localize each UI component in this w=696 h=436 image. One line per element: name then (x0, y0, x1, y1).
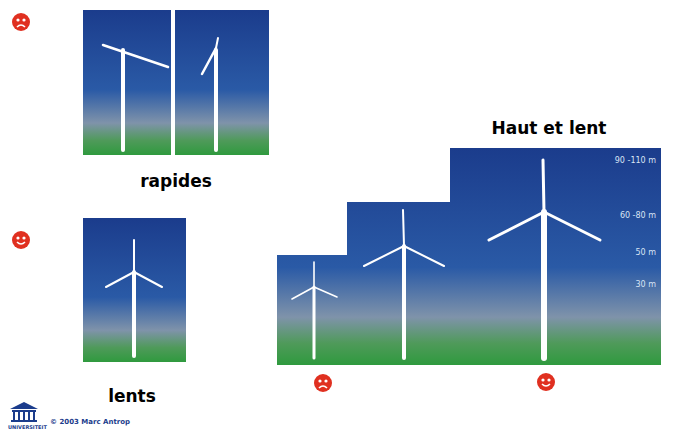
university-logo (10, 402, 38, 422)
copyright-note: © 2003 Marc Antrop (50, 419, 130, 427)
speed-label: lents (108, 387, 156, 406)
sad-face (314, 374, 332, 392)
height-label: 60 -80 m (620, 212, 656, 221)
slow-turbine (106, 240, 162, 356)
sky-panel (83, 10, 171, 155)
happy-face (12, 231, 30, 249)
panel-heading: Haut et lent (491, 119, 606, 138)
sad-face (12, 13, 30, 31)
tall-turbines (292, 160, 600, 358)
speed-label: rapides (140, 172, 212, 191)
sky-panel (175, 10, 269, 155)
sky-panel (83, 218, 186, 362)
height-label: 90 -110 m (615, 157, 656, 166)
height-label: 50 m (635, 249, 656, 258)
logo-text: UNIVERSITEIT (8, 425, 47, 431)
stepped-panel (277, 148, 661, 365)
fast-turbines (103, 38, 218, 150)
height-label: 30 m (635, 281, 656, 290)
happy-face (537, 373, 555, 391)
